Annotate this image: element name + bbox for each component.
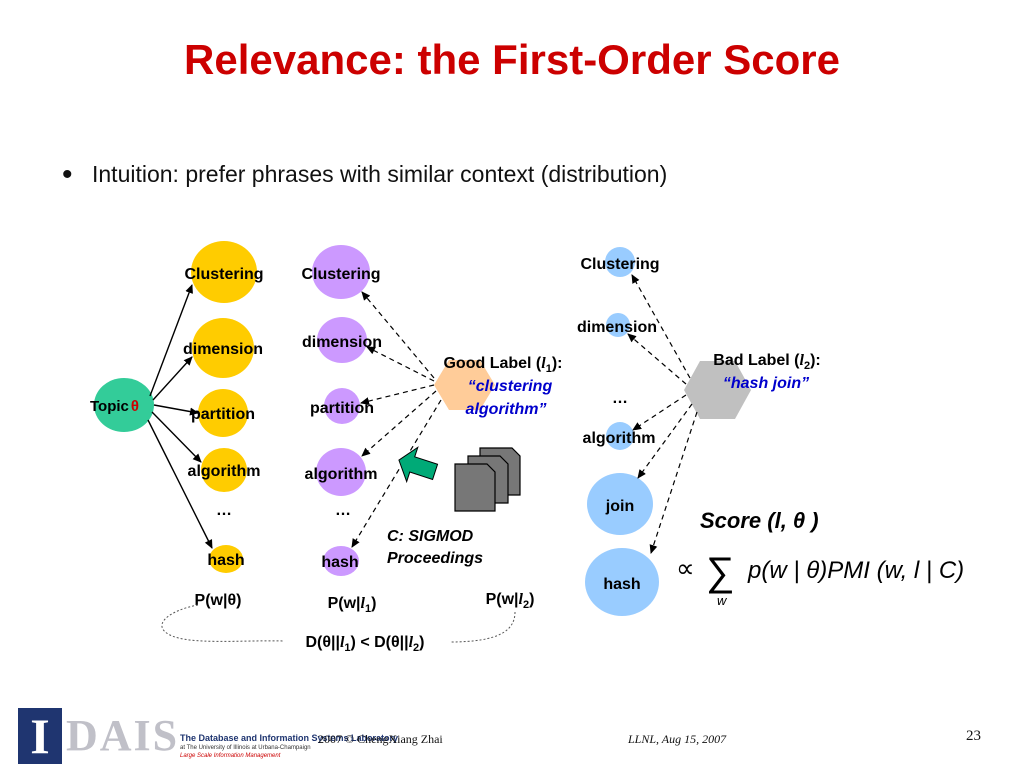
slide-title: Relevance: the First-Order Score <box>184 36 840 83</box>
good-label-node: Good Label (l1): “clustering algorithm” <box>434 355 563 418</box>
document-stack-icon <box>454 447 521 512</box>
good-label-phrase-line1: “clustering <box>468 378 553 395</box>
good-label-title: Good Label (l1): <box>443 355 562 375</box>
score-title: Score (l, θ ) <box>700 508 819 533</box>
col2-node-hash <box>323 546 359 576</box>
topic-label: Topic <box>90 398 129 415</box>
divergence-connectors <box>161 604 516 643</box>
col1-node-dimension <box>192 318 254 378</box>
col2-word: … <box>335 502 351 519</box>
col3-node-join <box>587 473 653 535</box>
col1-word: dimension <box>183 341 263 358</box>
lab-affiliation: at The University of Illinois at Urbana-… <box>180 745 311 751</box>
score-propto: ∝ <box>676 553 695 583</box>
col2-word: hash <box>321 554 358 571</box>
col3-word: dimension <box>577 319 657 336</box>
bad-label-node: Bad Label (l2): “hash join” <box>684 352 821 419</box>
score-formula: p(w | θ)PMI (w, l | C) <box>747 557 964 584</box>
col1-node-clustering <box>191 241 257 303</box>
good-label-phrase-line2: algorithm” <box>466 401 547 418</box>
col2-node-partition <box>324 388 360 424</box>
col3-node-algorithm <box>606 422 634 450</box>
col1-prob-label: P(w|θ) <box>195 592 242 609</box>
green-arrow-icon <box>398 446 439 484</box>
col1-node-hash <box>209 545 243 573</box>
col2-node-clustering <box>312 245 370 299</box>
col1-word: algorithm <box>188 463 261 480</box>
bad-label-title: Bad Label (l2): <box>713 352 820 372</box>
col2-node-algorithm <box>316 448 366 496</box>
logo-letter: I <box>30 708 50 764</box>
col3-word: join <box>605 498 634 515</box>
lab-name: The Database and Information Systems Lab… <box>180 733 399 743</box>
divergence-comparison: D(θ||l1) < D(θ||l2) <box>305 634 424 654</box>
col2-word: Clustering <box>301 266 380 283</box>
col1-word: hash <box>207 552 244 569</box>
col3-node-dimension <box>606 313 630 337</box>
collection-line1: C: SIGMOD <box>387 528 474 545</box>
bullet-point: • Intuition: prefer phrases with similar … <box>62 158 667 192</box>
col3-word: Clustering <box>580 256 659 273</box>
lab-tagline: Large Scale Information Management <box>180 753 281 759</box>
col2-word: algorithm <box>305 466 378 483</box>
col1-word: Clustering <box>184 266 263 283</box>
col2-node-dimension <box>317 317 367 363</box>
footer-copyright: 2007 © ChengXiang Zhai <box>318 732 443 746</box>
topic-arrows <box>147 284 213 549</box>
col3-word: algorithm <box>583 430 656 447</box>
col1-node-algorithm <box>201 448 247 492</box>
bad-label-phrase: “hash join” <box>723 375 809 392</box>
topic-theta: θ <box>131 398 139 415</box>
col1-word-distribution: Clustering dimension partition algorithm… <box>183 241 264 609</box>
col3-word-distribution: Clustering dimension … algorithm join ha… <box>577 247 660 616</box>
page-number: 23 <box>966 728 981 744</box>
col3-word: … <box>612 390 628 407</box>
score-sum: ∑ <box>706 550 735 594</box>
col2-word: partition <box>310 400 374 417</box>
col1-word: partition <box>191 406 255 423</box>
col2-word: dimension <box>302 334 382 351</box>
slide-footer: I DAIS The Database and Information Syst… <box>0 700 1024 768</box>
bullet-text: Intuition: prefer phrases with similar c… <box>92 161 668 187</box>
good-label-arrows <box>351 291 442 548</box>
collection-line2: Proceedings <box>387 550 483 567</box>
prob-l2-label: P(w|l2) <box>486 591 535 611</box>
col3-word: hash <box>603 576 640 593</box>
col3-node-hash <box>585 548 659 616</box>
col2-prob-label: P(w|l1) <box>328 595 377 615</box>
footer-venue: LLNL, Aug 15, 2007 <box>628 732 727 746</box>
dais-logo-text: DAIS <box>66 711 180 760</box>
col2-word-distribution: Clustering dimension partition algorithm… <box>301 245 382 615</box>
col3-node-clustering <box>605 247 635 277</box>
bullet-dot-icon: • <box>62 158 73 191</box>
score-sum-subscript: w <box>717 593 728 608</box>
col1-node-partition <box>198 389 248 437</box>
illinois-logo: I <box>18 708 62 764</box>
bad-label-arrows <box>627 274 698 554</box>
col1-word: … <box>216 502 232 519</box>
